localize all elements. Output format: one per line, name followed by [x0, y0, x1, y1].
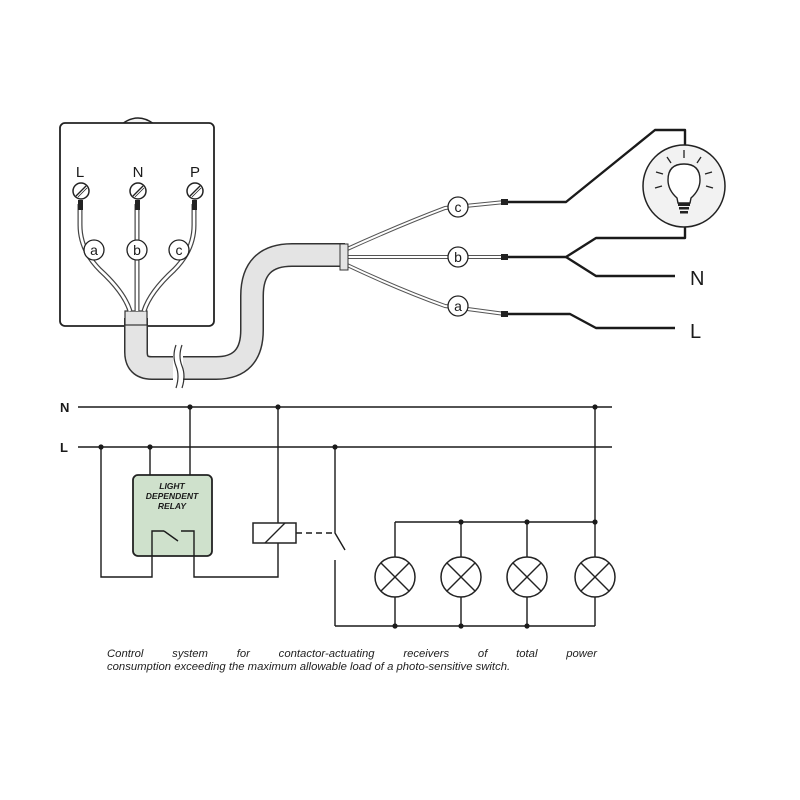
figure-caption: Control system for contactor-actuating r…	[107, 648, 597, 674]
lamp-4	[574, 556, 616, 598]
terminal-label-N: N	[133, 164, 144, 181]
light-bulb-icon	[642, 144, 726, 228]
contactor-coil	[252, 522, 297, 544]
svg-text:c: c	[176, 242, 183, 258]
svg-text:b: b	[454, 249, 462, 265]
wire-tag-a-outer: a	[447, 295, 469, 317]
fanout-wires	[339, 199, 508, 317]
relay-label-line2: DEPENDENT	[146, 491, 199, 501]
lamp-1	[374, 556, 416, 598]
terminal-label-L: L	[76, 164, 84, 181]
relay-label-line1: LIGHT	[159, 481, 185, 491]
svg-text:a: a	[454, 298, 462, 314]
caption-line-2: consumption exceeding the maximum allowa…	[107, 661, 511, 673]
wire-tag-a-inner: a	[83, 239, 105, 261]
internal-conductors	[77, 200, 197, 312]
relay-label-line3: RELAY	[158, 501, 188, 511]
caption-line-1: Control system for contactor-actuating r…	[107, 648, 597, 660]
lamp-3	[506, 556, 548, 598]
svg-text:a: a	[90, 242, 98, 258]
bus-label-L: L	[60, 440, 68, 455]
schematic-wiring	[78, 406, 612, 627]
svg-text:b: b	[133, 242, 141, 258]
junction-dots	[98, 404, 598, 629]
lamp-2	[440, 556, 482, 598]
terminal-screw-P	[186, 182, 204, 200]
terminal-screw-L	[72, 182, 90, 200]
svg-text:c: c	[455, 199, 462, 215]
terminal-label-P: P	[190, 164, 200, 181]
light-dependent-relay: LIGHT DEPENDENT RELAY	[132, 474, 213, 557]
bus-label-N: N	[60, 400, 69, 415]
terminal-screw-N	[129, 182, 147, 200]
output-label-L: L	[690, 321, 701, 343]
output-label-N: N	[690, 268, 704, 290]
wire-tag-c-outer: c	[447, 196, 469, 218]
wire-tag-b-inner: b	[126, 239, 148, 261]
cable-break-mark	[173, 344, 185, 389]
wire-tag-c-inner: c	[168, 239, 190, 261]
wire-tag-b-outer: b	[447, 246, 469, 268]
output-wiring	[508, 128, 687, 330]
